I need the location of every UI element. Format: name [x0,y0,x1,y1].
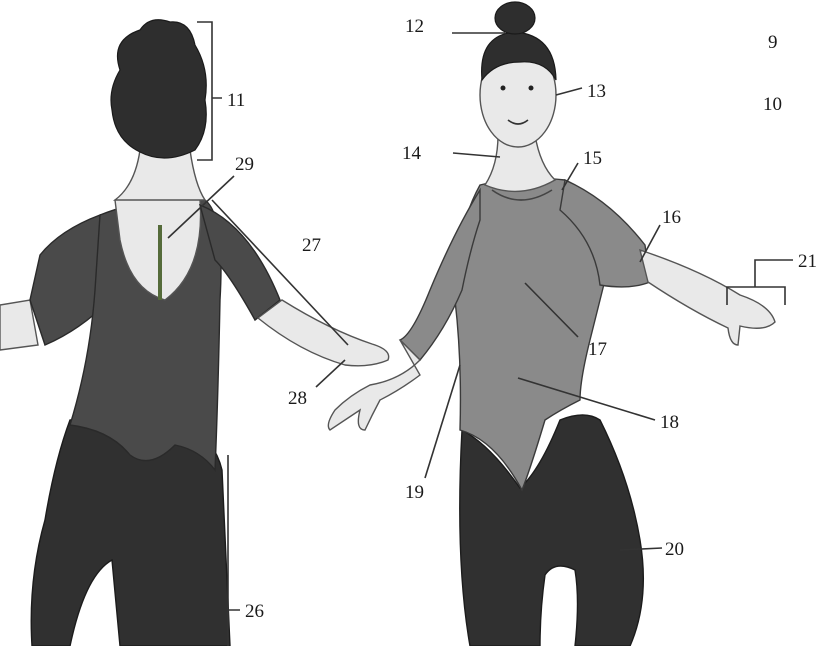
label-9: 9 [768,32,778,53]
label-11: 11 [227,90,245,111]
label-13: 13 [587,81,606,102]
leader-19 [425,365,460,478]
front-dancer-left-eye [501,86,506,91]
label-16: 16 [662,207,681,228]
leader-13 [556,88,582,95]
label-10: 10 [763,94,782,115]
label-29: 29 [235,154,254,175]
front-dancer-right-eye [529,86,534,91]
label-17: 17 [588,339,607,360]
label-27: 27 [302,235,321,256]
label-12: 12 [405,16,424,37]
label-14: 14 [402,143,422,164]
back-view-dancer [0,20,389,646]
front-view-dancer [328,2,775,646]
front-dancer-tights [460,415,644,646]
label-20: 20 [665,539,684,560]
label-28: 28 [288,388,307,409]
label-21: 21 [798,251,817,272]
label-19: 19 [405,482,424,503]
label-15: 15 [583,148,602,169]
leader-26 [228,455,240,646]
label-18: 18 [660,412,679,433]
leader-28 [316,360,345,387]
label-26: 26 [245,601,264,622]
back-dancer-right-arm [258,300,389,366]
back-dancer-hair [111,20,206,158]
front-dancer-bun [495,2,535,34]
leader-14 [453,153,500,157]
